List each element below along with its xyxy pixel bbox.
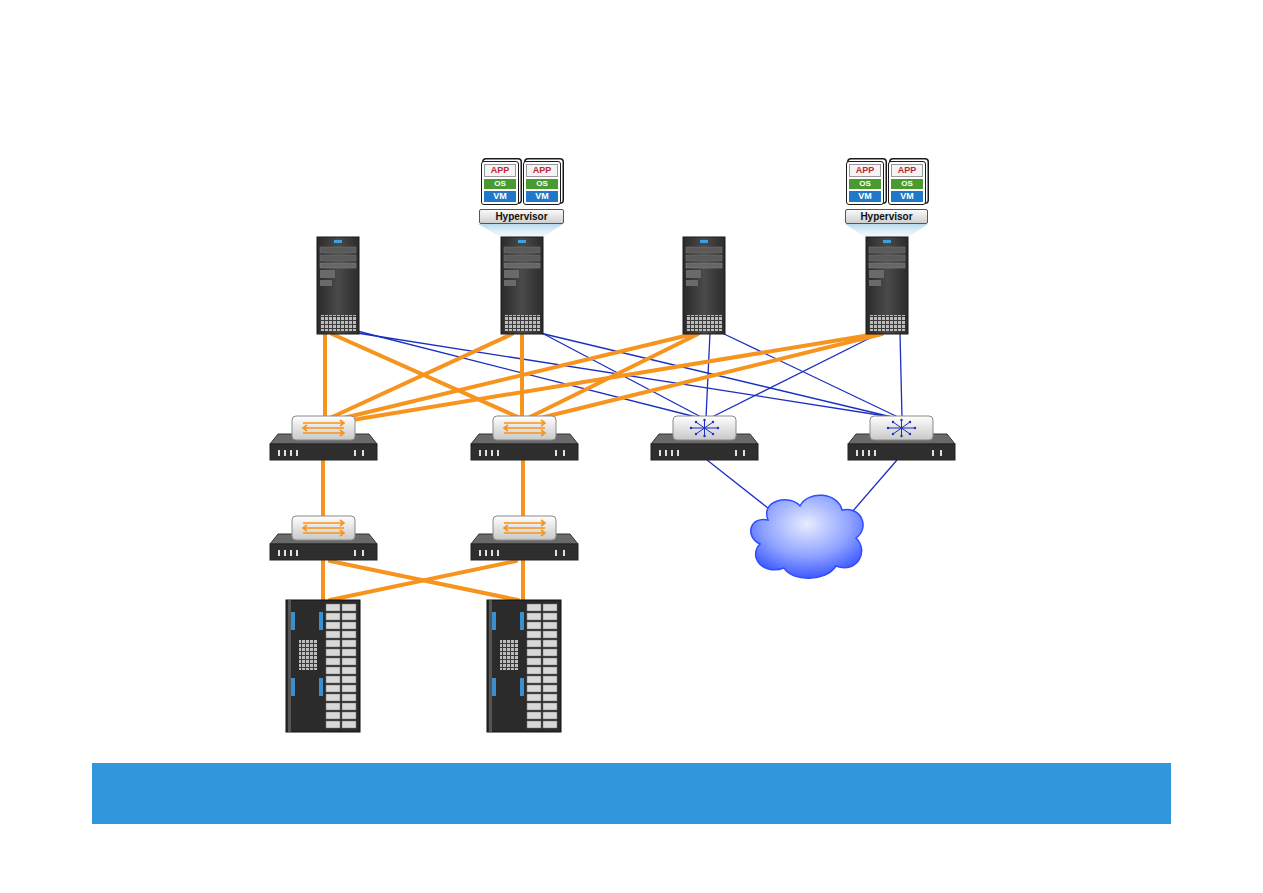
ethernet-links — [357, 331, 902, 512]
hypervisor-label: Hypervisor — [486, 210, 557, 223]
storage-array — [286, 600, 360, 732]
hypervisor-bar: Hypervisor — [845, 209, 928, 224]
os-label: OS — [484, 179, 516, 189]
server — [683, 237, 725, 334]
server — [501, 237, 543, 334]
footer-band — [92, 763, 1171, 824]
fc-switch — [270, 416, 377, 460]
hypervisor-beam — [478, 224, 563, 238]
vm-label: VM — [484, 191, 516, 202]
vm-icon: APP OS VM — [888, 161, 926, 205]
ethernet-switch — [651, 416, 758, 460]
fc-switch — [471, 516, 578, 560]
hypervisor-beam — [845, 224, 928, 238]
hypervisor-label: Hypervisor — [852, 210, 921, 223]
vm-label: VM — [526, 191, 558, 202]
app-label: APP — [891, 164, 923, 177]
hypervisor-bar: Hypervisor — [479, 209, 564, 224]
vm-icon: APP OS VM — [846, 161, 884, 205]
os-label: OS — [849, 179, 881, 189]
vm-icon: APP OS VM — [523, 161, 561, 205]
fc-links — [323, 334, 882, 600]
app-label: APP — [849, 164, 881, 177]
server — [866, 237, 908, 334]
fc-switch — [471, 416, 578, 460]
ethernet-switch — [848, 416, 955, 460]
vm-icon: APP OS VM — [481, 161, 519, 205]
os-label: OS — [526, 179, 558, 189]
app-label: APP — [526, 164, 558, 177]
os-label: OS — [891, 179, 923, 189]
app-label: APP — [484, 164, 516, 177]
network-cloud — [751, 495, 863, 578]
storage-array — [487, 600, 561, 732]
vm-label: VM — [849, 191, 881, 202]
server — [317, 237, 359, 334]
vm-label: VM — [891, 191, 923, 202]
fc-switch — [270, 516, 377, 560]
